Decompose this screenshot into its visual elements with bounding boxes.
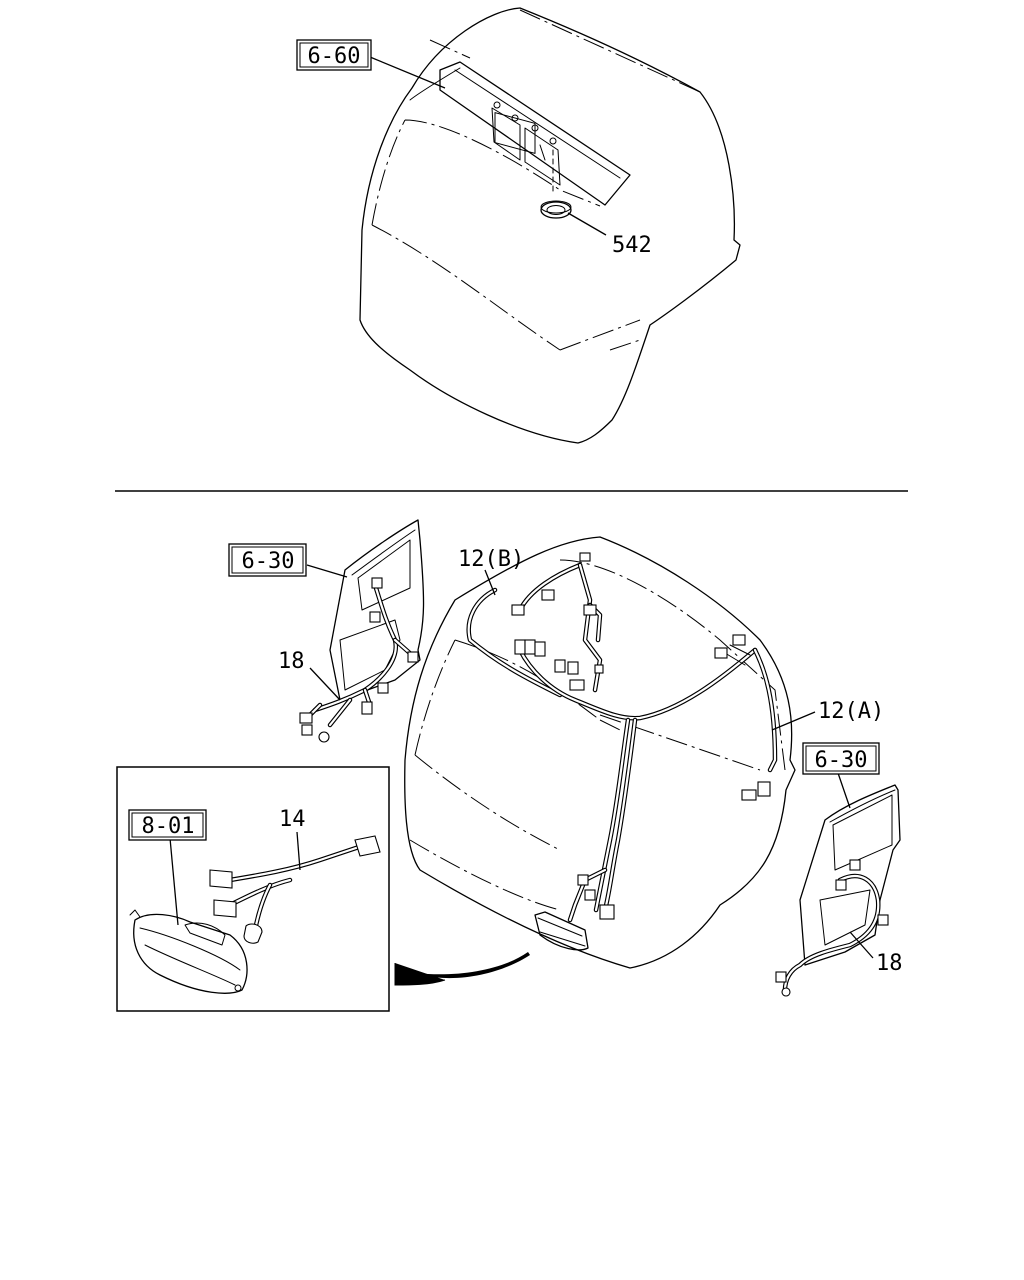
front-lamp-small	[534, 911, 589, 951]
callout-6-30-right-label: 6-30	[815, 748, 868, 773]
callout-6-60-label: 6-60	[308, 44, 361, 69]
callout-14-label: 14	[279, 807, 306, 832]
callout-6-30-right: 6-30	[802, 742, 880, 775]
cab-harness-view	[394, 536, 796, 986]
callout-8-01: 8-01	[128, 809, 207, 841]
grommet-542	[540, 200, 572, 219]
callout-18-right-label: 18	[876, 951, 903, 976]
callout-18-left-label: 18	[278, 649, 305, 674]
callout-8-01-label: 8-01	[142, 814, 195, 839]
callout-6-30-left-label: 6-30	[242, 549, 295, 574]
callout-542-label: 542	[612, 233, 652, 258]
callout-12b-label: 12(B)	[458, 547, 524, 572]
harness-connectors	[209, 835, 381, 944]
lamp-detail-box	[116, 766, 390, 1012]
detail-arrow	[395, 952, 530, 979]
callout-12a-label: 12(A)	[818, 699, 884, 724]
callout-6-30-left: 6-30	[228, 543, 307, 577]
callout-6-60: 6-60	[296, 39, 372, 71]
headlamp	[129, 909, 248, 994]
left-door	[299, 519, 425, 743]
cab-top-view	[359, 7, 741, 444]
right-door	[775, 772, 901, 997]
